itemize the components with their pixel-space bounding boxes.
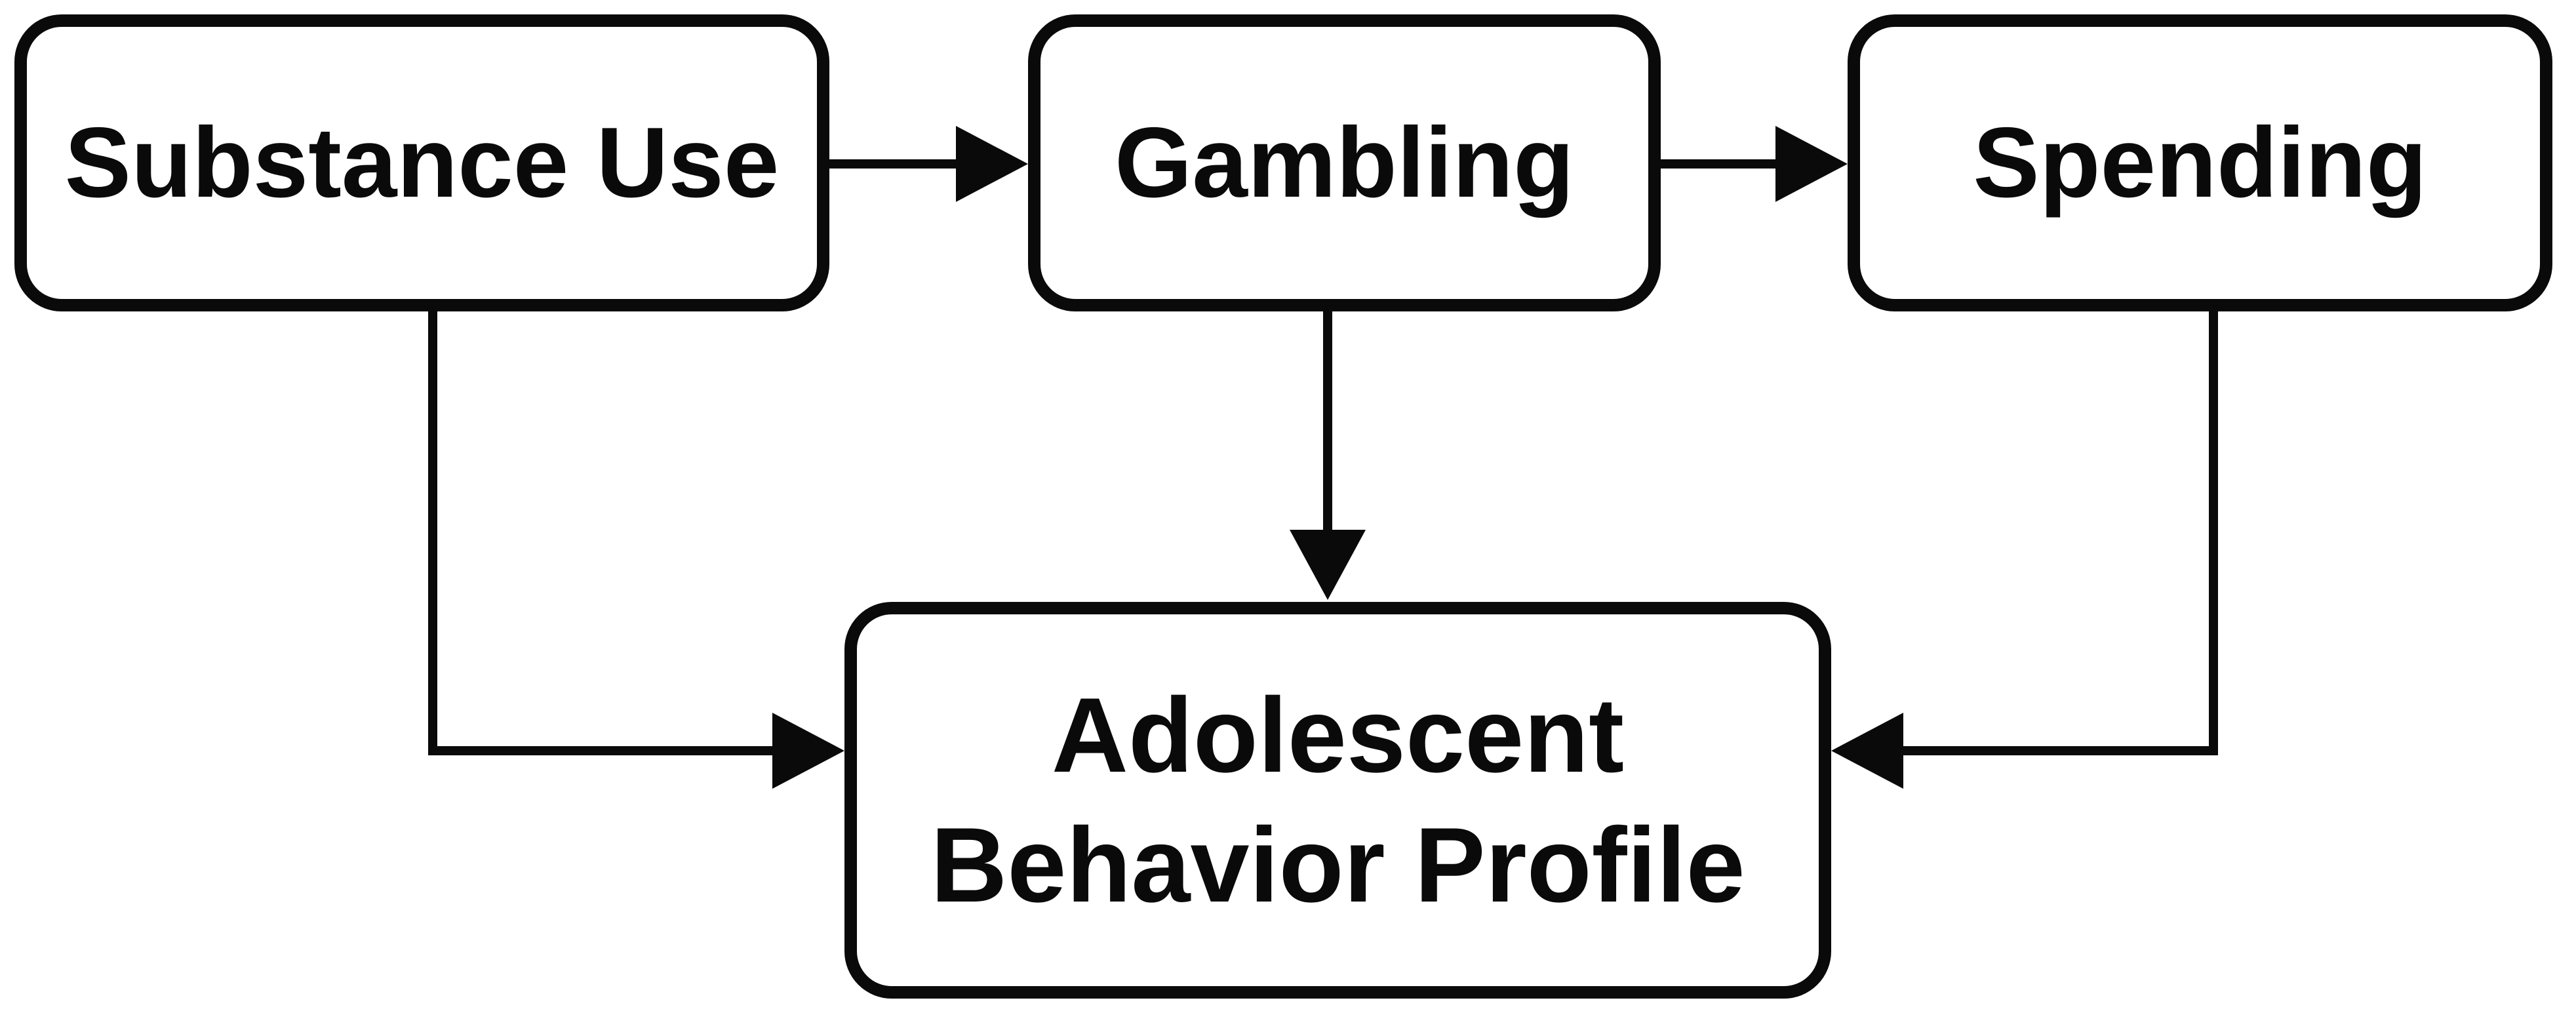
arrowhead-left-icon <box>1831 713 1903 789</box>
edge-substance-use-to-gambling <box>827 126 1028 202</box>
arrowhead-right-icon <box>772 713 844 789</box>
node-gambling: Gambling <box>1028 14 1661 311</box>
edge-gambling-to-spending <box>1659 126 1848 202</box>
node-adolescent-behavior-profile-label: Adolescent Behavior Profile <box>930 675 1745 924</box>
edge-shaft <box>428 309 780 755</box>
node-substance-use: Substance Use <box>14 14 829 311</box>
node-spending: Spending <box>1848 14 2552 311</box>
edge-gambling-to-profile <box>1290 309 1366 600</box>
edge-shaft <box>1895 309 2218 755</box>
edge-substance-use-to-profile <box>428 309 844 789</box>
edge-spending-to-profile <box>1831 309 2218 789</box>
arrowhead-down-icon <box>1290 530 1366 600</box>
arrowhead-right-icon <box>1775 126 1848 202</box>
node-substance-use-label: Substance Use <box>64 107 780 218</box>
arrowhead-right-icon <box>956 126 1028 202</box>
node-gambling-label: Gambling <box>1115 107 1574 218</box>
node-spending-label: Spending <box>1973 107 2427 218</box>
node-adolescent-behavior-profile: Adolescent Behavior Profile <box>844 602 1831 999</box>
